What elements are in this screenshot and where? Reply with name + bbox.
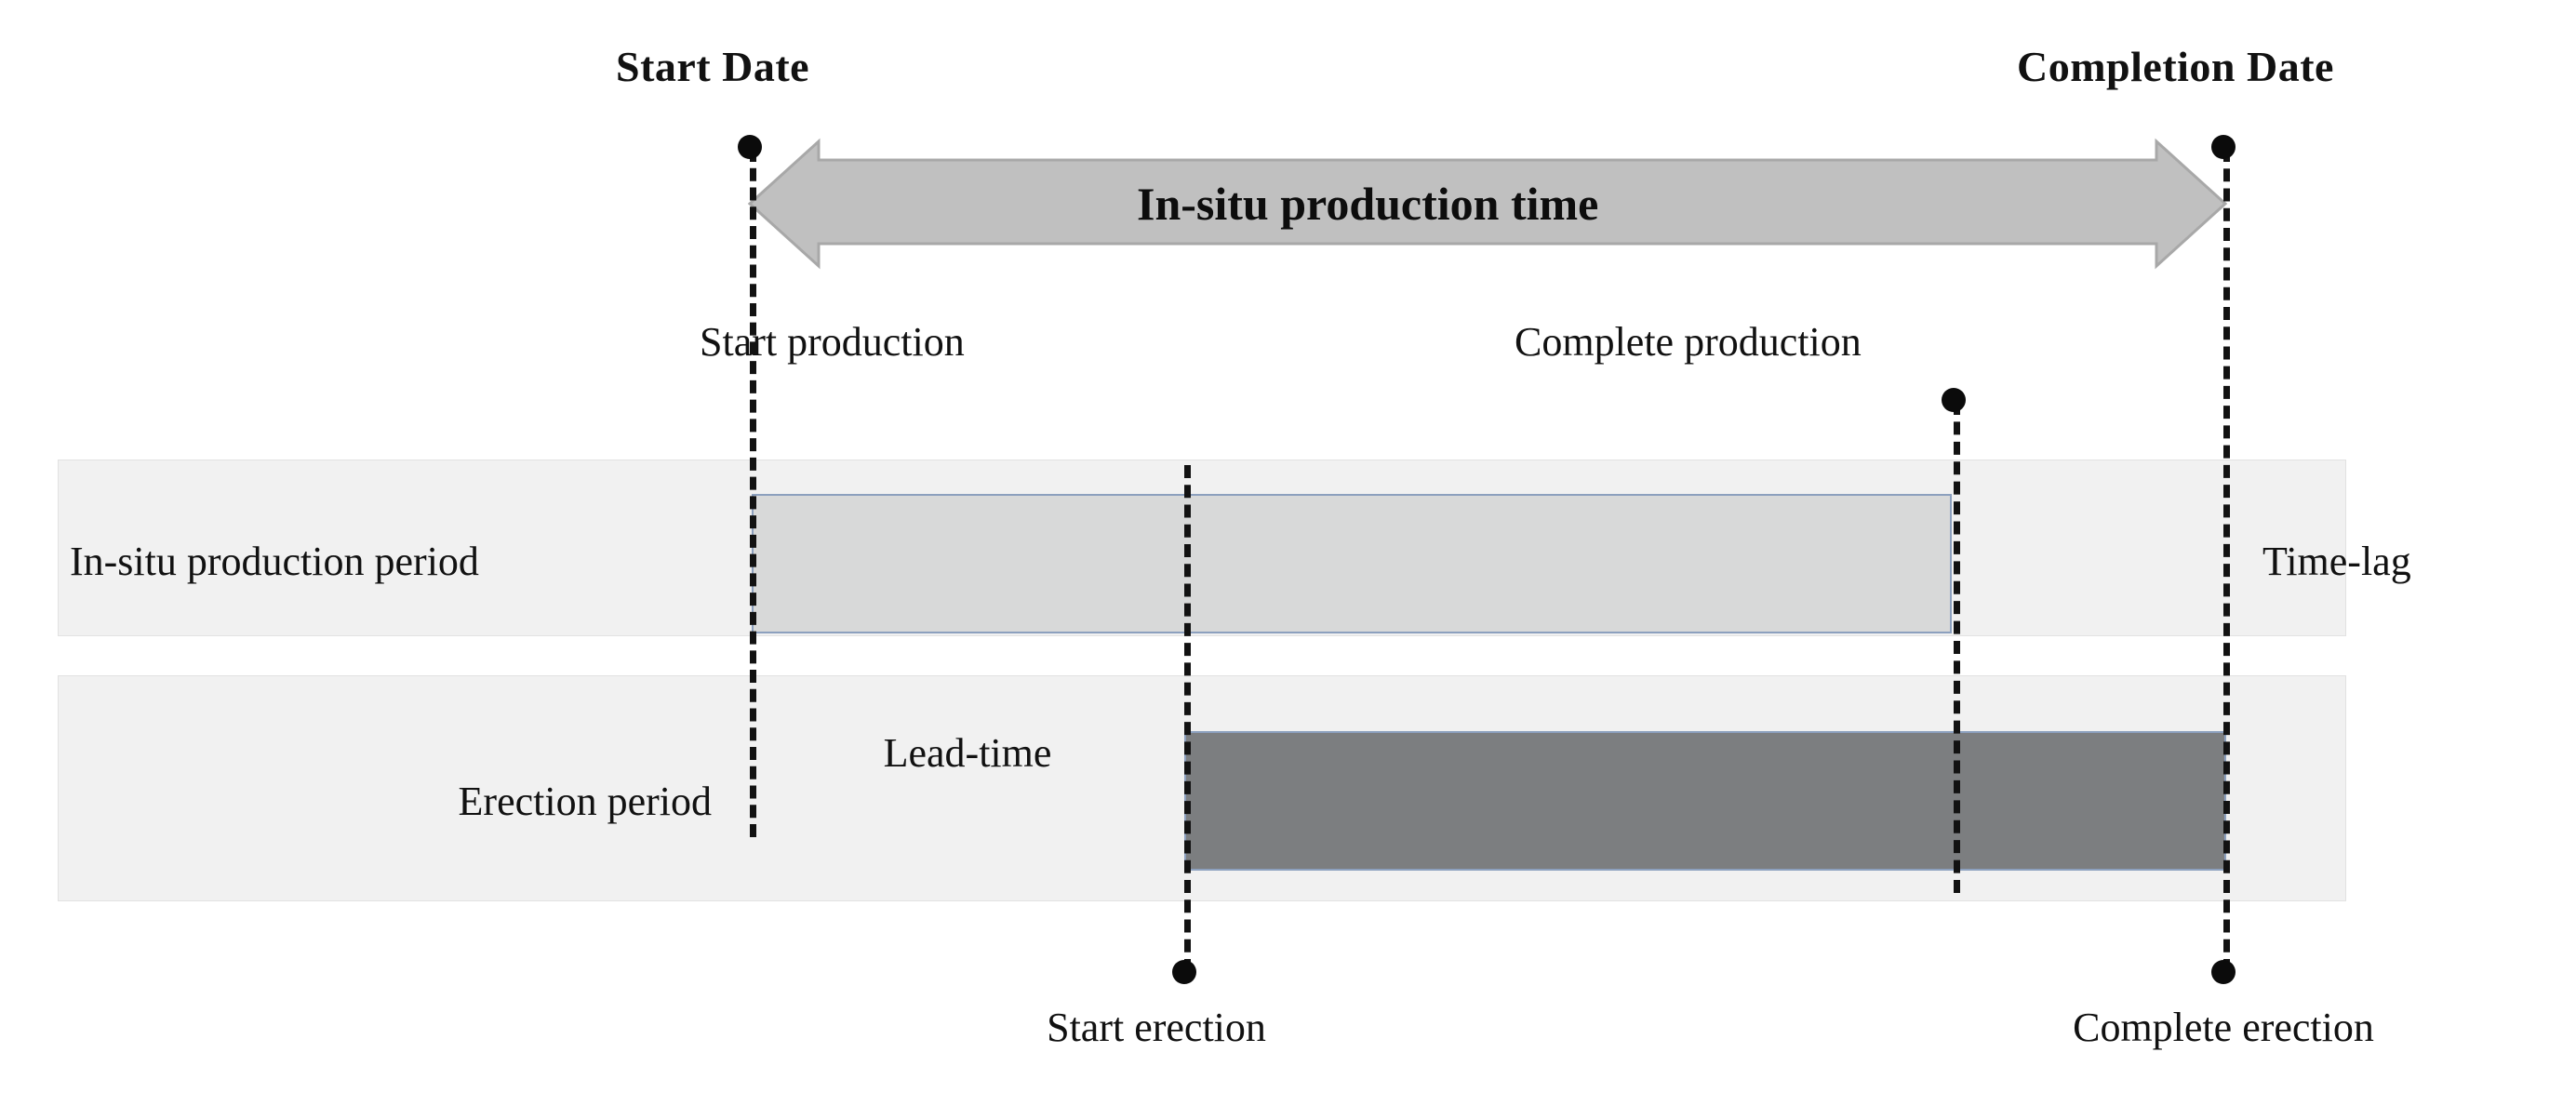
milestone-label-complete-erection: Complete erection xyxy=(2073,1005,2374,1050)
bar-erection xyxy=(1184,731,2226,871)
annotation-lead-time: Lead-time xyxy=(883,730,1052,776)
row-label-erection-period: Erection period xyxy=(458,779,712,824)
annotation-time-lag: Time-lag xyxy=(2262,539,2411,584)
milestone-dot-completion-date xyxy=(2211,135,2236,159)
guide-line-completion-date xyxy=(2223,149,2230,972)
milestone-dot-start-erection xyxy=(1172,960,1196,984)
guide-line-start-date xyxy=(750,149,756,837)
milestone-dot-complete-erection xyxy=(2211,960,2236,984)
milestone-label-start-erection: Start erection xyxy=(1047,1005,1266,1050)
bar-in-situ-production xyxy=(752,494,1952,633)
milestone-dot-complete-production xyxy=(1942,388,1966,412)
start-date-title: Start Date xyxy=(616,43,810,90)
milestone-dot-start-date xyxy=(738,135,762,159)
span-arrow-label: In-situ production time xyxy=(1137,178,1599,230)
completion-date-title: Completion Date xyxy=(2017,43,2334,90)
guide-line-start-erection xyxy=(1184,465,1191,972)
milestone-label-complete-production: Complete production xyxy=(1515,319,1862,365)
guide-line-complete-production xyxy=(1954,402,1960,893)
row-label-in-situ-production-period: In-situ production period xyxy=(70,539,479,584)
milestone-label-start-production: Start production xyxy=(700,319,965,365)
